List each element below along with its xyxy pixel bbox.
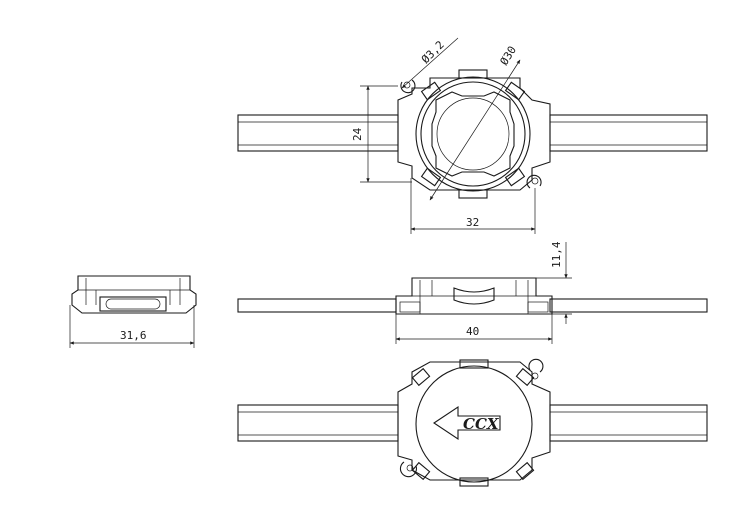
cable-left-bottom — [237, 404, 399, 442]
side-view: 11,4 40 — [237, 241, 708, 344]
cable-right-bottom — [549, 404, 708, 442]
end-view: 31,6 — [69, 275, 197, 348]
cable-right-side — [549, 298, 708, 313]
dim-width-top: 32 — [410, 178, 536, 234]
dim-height-top-label: 24 — [351, 127, 364, 141]
cable-left-side — [237, 298, 397, 313]
dim-body-diameter-label: Ø30 — [498, 44, 520, 68]
cable-right-top — [549, 114, 708, 152]
dim-length-side: 40 — [395, 314, 553, 344]
bottom-view: CCX — [237, 358, 708, 487]
logo-mark: CCX — [463, 415, 500, 433]
housing-top — [397, 69, 551, 199]
arrow-left-icon — [433, 405, 501, 441]
dim-width-top-label: 32 — [466, 216, 479, 229]
top-view: Ø30 Ø3,2 24 32 — [237, 37, 708, 234]
dim-height-top: 24 — [351, 85, 412, 183]
dim-length-side-label: 40 — [466, 325, 479, 338]
cable-left-top — [237, 114, 399, 152]
housing-bottom: CCX — [397, 358, 551, 487]
dim-width-end: 31,6 — [69, 305, 195, 348]
dim-thickness: 11,4 — [536, 241, 572, 324]
dim-width-end-label: 31,6 — [120, 329, 147, 342]
dim-thickness-label: 11,4 — [550, 241, 563, 268]
